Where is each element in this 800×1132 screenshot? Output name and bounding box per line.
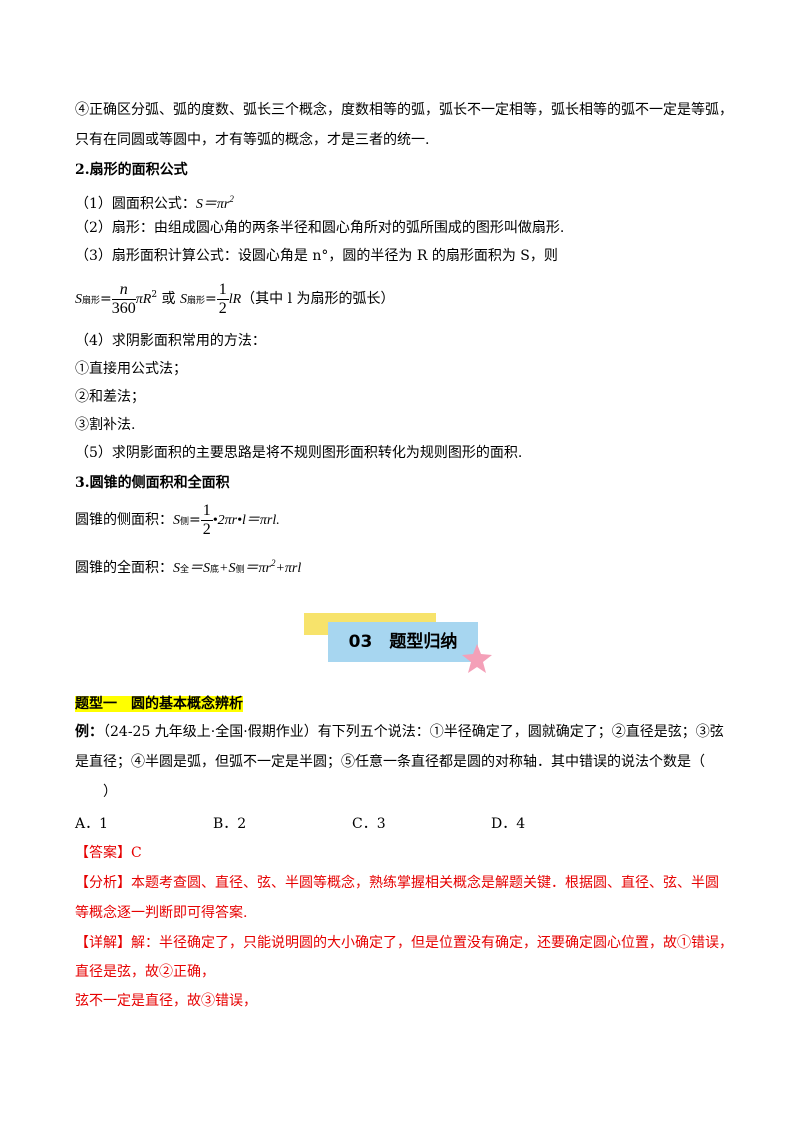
option-a: A．1: [75, 816, 109, 832]
paragraph-line: （2）扇形：由组成圆心角的两条半径和圆心角所对的弧所围成的图形叫做扇形.: [75, 220, 565, 236]
text: （1）圆面积公式：: [75, 196, 196, 212]
paragraph-line: 只有在同圆或等圆中，才有等弧的概念，才是三者的统一.: [75, 132, 430, 148]
detail-line: 直径是弦，故②正确，: [75, 964, 215, 980]
example-line: 例：（24-25 九年级上·全国·假期作业）有下列五个说法：①半径确定了，圆就确…: [75, 722, 724, 742]
exponent: 2: [270, 558, 276, 568]
formula: ＝S: [189, 561, 211, 576]
denominator: 2: [202, 520, 211, 538]
paragraph-line: （5）求阴影面积的主要思路是将不规则图形面积转化为规则图形的面积.: [75, 445, 523, 461]
denominator: 360: [111, 299, 136, 317]
section-banner: 03 题型归纳: [300, 608, 500, 673]
subscript: 扇形: [186, 296, 205, 306]
formula: +S: [219, 561, 236, 576]
paragraph-line: （3）扇形面积计算公式：设圆心角是 n°，圆的半径为 R 的扇形面积为 S，则: [75, 248, 558, 264]
formula: •2πr•l＝πrl.: [212, 513, 280, 528]
option-c: C．3: [352, 816, 386, 832]
formula: ＝πr: [244, 561, 271, 576]
formula-S: S: [173, 513, 180, 528]
formula: S＝πr: [195, 197, 230, 212]
eq: =: [204, 291, 217, 307]
formula: πR: [135, 292, 152, 307]
numerator: 1: [200, 501, 213, 521]
formula-S: S: [179, 292, 187, 307]
detail-line: 弦不一定是直径，故③错误，: [75, 993, 257, 1009]
denominator: 2: [218, 299, 227, 317]
subscript: 扇形: [82, 296, 101, 306]
subscript: 侧: [180, 517, 190, 527]
option-d: D．4: [491, 816, 526, 832]
subscript: 全: [180, 565, 190, 575]
subscript: 底: [210, 565, 220, 575]
example-line: 是直径；④半圆是弧，但弧不一定是半圆；⑤任意一条直径都是圆的对称轴．其中错误的说…: [75, 754, 705, 770]
eq: =: [189, 512, 201, 528]
numerator: n: [111, 281, 136, 300]
banner-title: 03 题型归纳: [348, 632, 458, 652]
paragraph-line: ④正确区分弧、弧的度数、弧长三个概念，度数相等的弧，弧长不一定相等，弧长相等的弧…: [75, 102, 733, 118]
banner-blue-box: [328, 622, 478, 662]
exponent: 2: [229, 194, 234, 204]
list-item: ③割补法.: [75, 417, 136, 433]
formula: lR: [228, 292, 242, 307]
star-icon: [462, 644, 492, 673]
analysis-line: 等概念逐一判断即可得答案.: [75, 905, 248, 921]
formula: S: [173, 561, 180, 576]
example-label: 例：: [75, 724, 103, 740]
text: （24-25 九年级上·全国·假期作业）有下列五个说法：①半径确定了，圆就确定了…: [103, 724, 724, 740]
section-heading: 2.扇形的面积公式: [75, 162, 188, 178]
numerator: 1: [216, 280, 229, 300]
answer: 【答案】C: [75, 845, 142, 861]
option-b: B．2: [213, 816, 247, 832]
cone-total-formula: 圆锥的全面积：S全＝S底+S侧＝πr2+πrl: [75, 553, 301, 580]
paragraph-line: （4）求阴影面积常用的方法：: [75, 333, 266, 349]
formula: +πrl: [275, 561, 302, 576]
section-heading: 3.圆锥的侧面积和全面积: [75, 475, 230, 491]
text: 圆锥的侧面积：: [75, 512, 173, 528]
text: 或: [157, 291, 180, 307]
subscript: 侧: [235, 565, 245, 575]
analysis-line: 【分析】本题考查圆、直径、弦、半圆等概念，熟练掌握相关概念是解题关键．根据圆、直…: [75, 875, 719, 891]
formula-line: （1）圆面积公式：S＝πr2: [75, 189, 234, 215]
highlighted-title: 题型一 圆的基本概念辨析: [75, 696, 243, 712]
list-item: ①直接用公式法；: [75, 361, 187, 377]
question-type-heading: 题型一 圆的基本概念辨析: [75, 694, 243, 714]
exponent: 2: [151, 290, 158, 300]
detail-line: 【详解】解：半径确定了，只能说明圆的大小确定了，但是位置没有确定，还要确定圆心位…: [75, 935, 733, 951]
list-item: ②和差法；: [75, 389, 145, 405]
eq: =: [100, 291, 112, 307]
formula-S: S: [75, 292, 82, 307]
example-line: ）: [103, 784, 117, 800]
note: （其中 l 为扇形的弧长）: [241, 291, 395, 307]
text: 圆锥的全面积：: [75, 560, 173, 576]
